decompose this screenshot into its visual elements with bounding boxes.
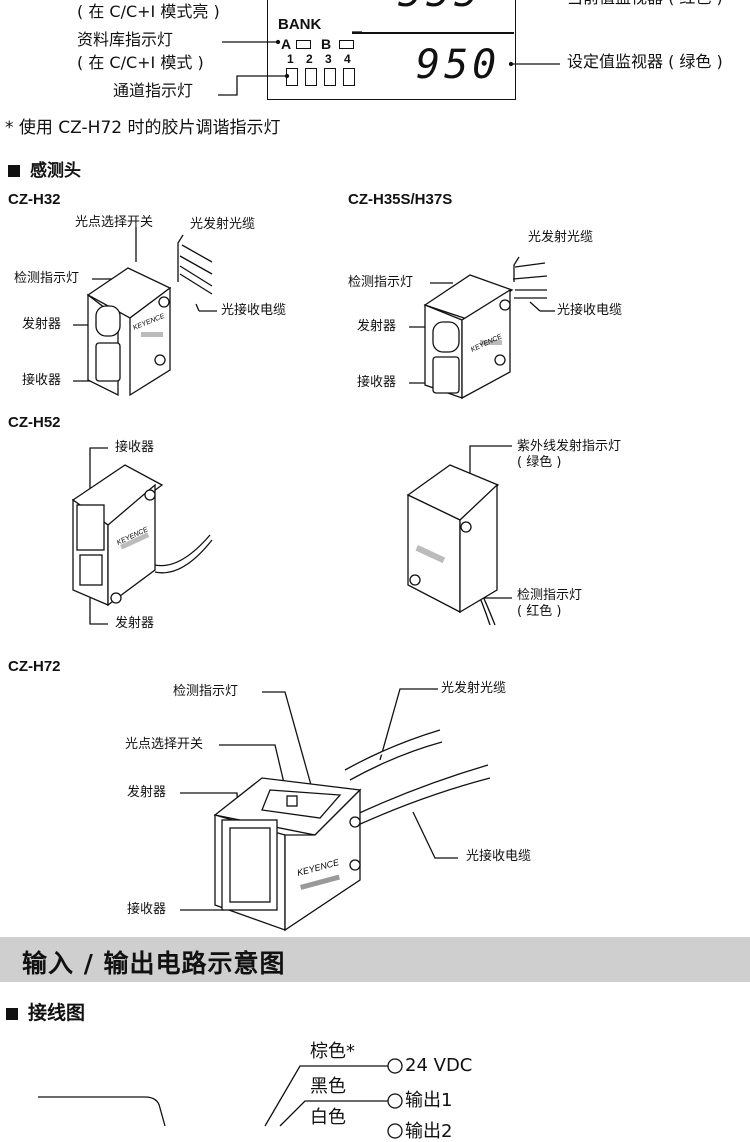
model-cz-h52: CZ-H52 xyxy=(8,414,61,431)
h32-detect-indicator-label: 检测指示灯 xyxy=(14,271,80,286)
h72-receiver-label: 接收器 xyxy=(127,902,167,917)
channel-2-label: 2 xyxy=(306,52,313,66)
channel-indicator-label: 通道指示灯 xyxy=(113,81,194,100)
h52-uv-indicator-color: ( 绿色 ) xyxy=(517,455,562,470)
wiring-heading: 接线图 xyxy=(6,998,85,1025)
h52-uv-indicator-label: 紫外线发射指示灯 xyxy=(517,439,622,454)
io-section-title: 输入 / 输出电路示意图 xyxy=(22,949,286,978)
cc-mode-note: ( 在 C/C+I 模式亮 ) xyxy=(77,2,220,21)
model-cz-h32: CZ-H32 xyxy=(8,191,61,208)
footnote: * 使用 CZ-H72 时的胶片调谐指示灯 xyxy=(5,118,281,138)
io-section-band xyxy=(0,937,750,982)
wire-brown-label: 棕色* xyxy=(310,1041,355,1062)
h52-detect-indicator-color: ( 红色 ) xyxy=(517,604,562,619)
h32-spot-switch-label: 光点选择开关 xyxy=(75,215,154,230)
channel-3-label: 3 xyxy=(325,52,332,66)
h72-emitter-cable-label: 光发射光缆 xyxy=(441,681,507,696)
h72-detect-indicator-label: 检测指示灯 xyxy=(173,684,239,699)
bank-b-led xyxy=(339,40,354,49)
terminal-output2-label: 输出2 xyxy=(405,1121,453,1142)
h35s-receiver-label: 接收器 xyxy=(357,375,397,390)
wire-white-label: 白色 xyxy=(310,1107,346,1128)
h32-emitter-label: 发射器 xyxy=(22,317,62,332)
h32-emitter-cable-label: 光发射光缆 xyxy=(190,217,256,232)
h72-receiver-cable-label: 光接收电缆 xyxy=(466,849,532,864)
bank-b-label: B xyxy=(321,36,332,52)
current-value-readout: 555 xyxy=(398,0,482,16)
channel-1-label: 1 xyxy=(287,52,294,66)
bank-text: BANK xyxy=(278,16,322,33)
bank-a-label: A xyxy=(281,36,292,52)
h52-emitter-label: 发射器 xyxy=(115,616,155,631)
h35s-emitter-cable-label: 光发射光缆 xyxy=(528,230,594,245)
terminal-24vdc-label: 24 VDC xyxy=(405,1055,473,1076)
h72-spot-switch-label: 光点选择开关 xyxy=(125,737,204,752)
h52-detect-indicator-label: 检测指示灯 xyxy=(517,588,583,603)
setpoint-readout: 950 xyxy=(416,42,501,88)
channel-3-led xyxy=(324,68,336,86)
model-cz-h72: CZ-H72 xyxy=(8,658,61,675)
h35s-receiver-cable-label: 光接收电缆 xyxy=(557,303,623,318)
h32-receiver-label: 接收器 xyxy=(22,373,62,388)
section-bullet-icon xyxy=(8,165,20,177)
bank-a-led xyxy=(296,40,311,49)
h35s-detect-indicator-label: 检测指示灯 xyxy=(348,275,414,290)
display-panel xyxy=(267,0,516,100)
bank-indicator-label: 资料库指示灯 xyxy=(77,30,174,49)
panel-divider xyxy=(352,32,514,34)
channel-2-led xyxy=(305,68,317,86)
wire-black-label: 黑色 xyxy=(310,1076,346,1097)
current-value-label: 当前值监视器 ( 红色 ) xyxy=(567,0,723,8)
h52-receiver-label: 接收器 xyxy=(115,440,155,455)
terminal-output1-label: 输出1 xyxy=(405,1090,453,1111)
sensor-heads-heading: 感测头 xyxy=(8,156,81,181)
channel-4-led xyxy=(343,68,355,86)
channel-4-label: 4 xyxy=(344,52,351,66)
section-bullet-icon xyxy=(6,1008,18,1020)
model-cz-h35s-h37s: CZ-H35S/H37S xyxy=(348,191,453,208)
h32-receiver-cable-label: 光接收电缆 xyxy=(221,303,287,318)
h35s-emitter-label: 发射器 xyxy=(357,319,397,334)
bank-indicator-note: ( 在 C/C+I 模式 ) xyxy=(77,53,204,72)
setpoint-label: 设定值监视器 ( 绿色 ) xyxy=(567,52,723,71)
h72-emitter-label: 发射器 xyxy=(127,785,167,800)
